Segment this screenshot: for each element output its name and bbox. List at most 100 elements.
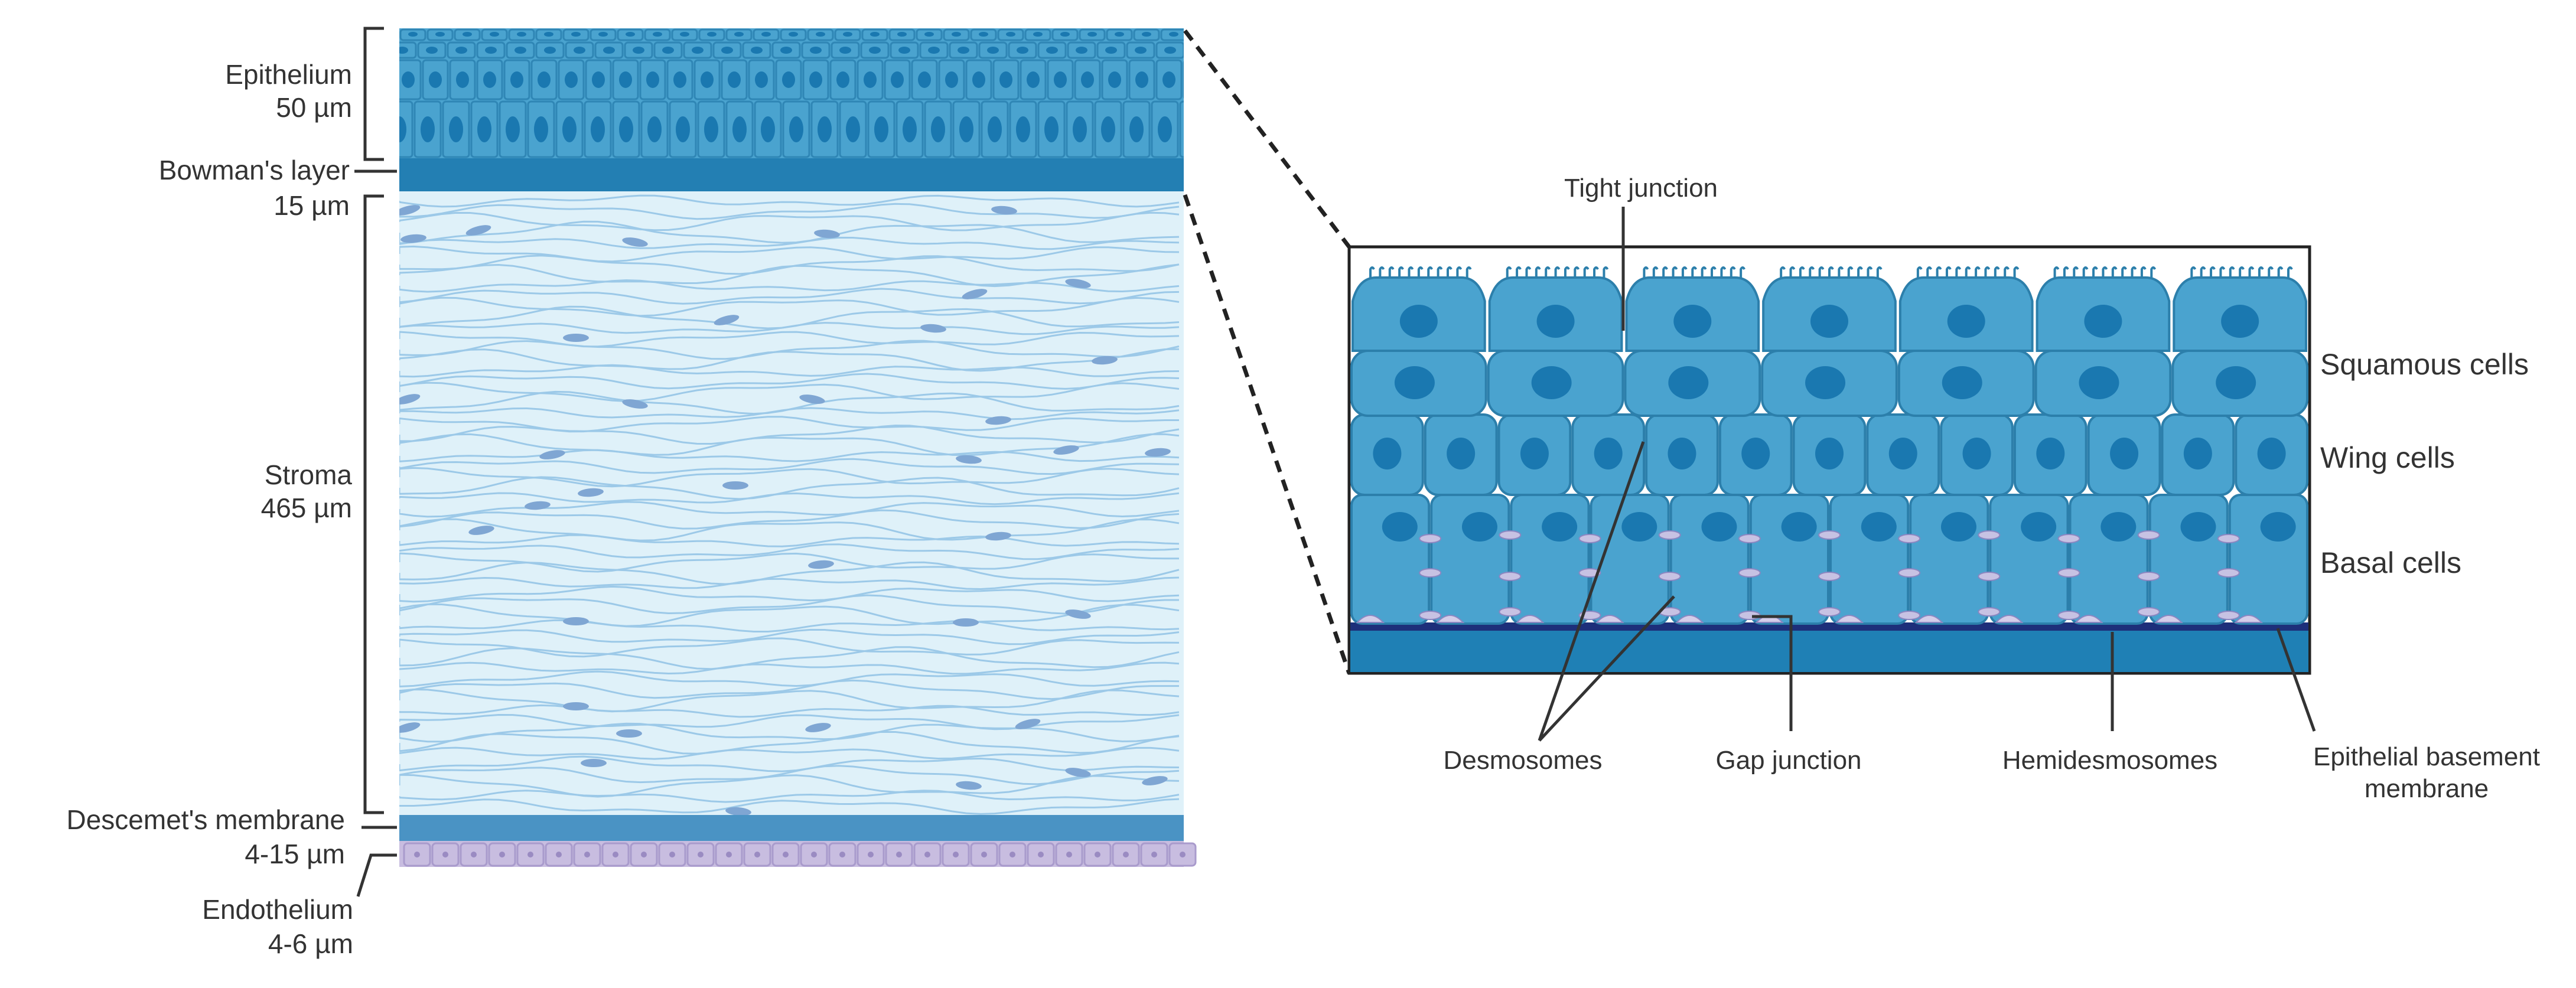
microvillus bbox=[1945, 266, 1952, 279]
microvillus bbox=[2200, 266, 2206, 279]
microvillus bbox=[1417, 266, 1424, 279]
epithelium-nucleus bbox=[421, 116, 435, 142]
microvillus bbox=[1847, 266, 1854, 279]
collagen-fiber bbox=[399, 746, 1180, 760]
gap-junction-leader bbox=[1752, 615, 1793, 731]
basal-cell bbox=[1350, 494, 1431, 625]
collagen-fiber bbox=[399, 364, 1180, 378]
microvillus bbox=[1437, 266, 1443, 279]
bowmans-layer-thickness: 15 µm bbox=[273, 190, 350, 221]
desmosome bbox=[2137, 530, 2160, 540]
epithelium-nucleus bbox=[928, 47, 940, 54]
epithelium-nucleus bbox=[429, 71, 442, 88]
epithelium-nucleus bbox=[810, 47, 822, 54]
gap-junction bbox=[2057, 568, 2080, 578]
desmosome-leader-1 bbox=[1538, 441, 1645, 741]
hemidesmosome bbox=[1914, 615, 1944, 623]
epithelium-nucleus bbox=[647, 116, 662, 142]
stroma-thickness: 465 µm bbox=[261, 493, 352, 523]
endothelium-layer bbox=[399, 841, 1197, 867]
collagen-fiber bbox=[399, 576, 1180, 591]
epithelium-nucleus bbox=[598, 32, 608, 37]
epithelium-nucleus bbox=[843, 32, 852, 37]
microvillus bbox=[2013, 266, 2020, 279]
epithelium-nucleus bbox=[1087, 32, 1097, 37]
basal-cell-nucleus bbox=[1382, 512, 1418, 542]
keratocyte bbox=[563, 702, 589, 710]
microvillus bbox=[1681, 266, 1688, 279]
basal-cell bbox=[1829, 494, 1910, 625]
microvillus bbox=[2073, 266, 2079, 279]
collagen-fiber bbox=[399, 704, 1180, 718]
collagen-fiber bbox=[399, 220, 1180, 244]
microvillus bbox=[1593, 266, 1599, 279]
collagen-fiber bbox=[399, 688, 1180, 713]
microvillus bbox=[2287, 266, 2293, 279]
epithelium-nucleus bbox=[1006, 32, 1015, 37]
microvillus bbox=[1672, 266, 1678, 279]
keratocyte bbox=[1142, 776, 1168, 785]
collagen-fiber bbox=[399, 722, 1180, 743]
tight-junction-label: Tight junction bbox=[1564, 174, 1718, 203]
keratocyte bbox=[616, 729, 642, 738]
microvillus bbox=[1994, 266, 2000, 279]
microvillus bbox=[2248, 266, 2255, 279]
microvillus bbox=[1388, 266, 1395, 279]
hemidesmosome bbox=[2154, 615, 2183, 623]
epithelium-nucleus bbox=[399, 47, 408, 54]
microvillus bbox=[1516, 266, 1522, 279]
keratocyte bbox=[1065, 609, 1091, 619]
collagen-fiber bbox=[399, 561, 1180, 585]
epithelium-nucleus bbox=[924, 32, 934, 37]
keratocyte bbox=[1015, 719, 1041, 729]
collagen-fiber bbox=[399, 713, 1180, 731]
microvillus bbox=[1838, 266, 1844, 279]
apical-squamous-nucleus bbox=[1536, 305, 1575, 338]
basal-cell bbox=[1749, 494, 1829, 625]
epithelium-nucleus bbox=[544, 47, 556, 54]
keratocyte bbox=[725, 807, 751, 815]
epithelium-nucleus bbox=[562, 116, 577, 142]
epithelium-nucleus bbox=[456, 71, 469, 88]
basal-cell bbox=[1909, 494, 1989, 625]
collagen-fiber bbox=[399, 518, 1180, 542]
microvillus bbox=[2190, 266, 2197, 279]
stroma-bracket bbox=[363, 194, 384, 814]
keratocyte bbox=[1145, 448, 1171, 457]
basement-membrane-zoom bbox=[1350, 622, 2308, 631]
microvillus bbox=[1554, 266, 1561, 279]
basal-cell bbox=[1989, 494, 2069, 625]
collagen-fiber bbox=[399, 203, 1180, 220]
collagen-fiber bbox=[399, 679, 1179, 700]
keratocyte bbox=[920, 324, 946, 333]
basal-cell bbox=[1510, 494, 1590, 625]
basal-cell-nucleus bbox=[1781, 512, 1817, 542]
gap-junction bbox=[1978, 572, 2001, 581]
descemets-membrane-band bbox=[399, 815, 1184, 841]
epithelium-nucleus bbox=[485, 47, 497, 54]
microvillus bbox=[1691, 266, 1698, 279]
endothelial-nucleus bbox=[924, 852, 930, 857]
endothelial-nucleus bbox=[556, 852, 562, 857]
microvillus bbox=[2258, 266, 2264, 279]
apical-squamous-nucleus bbox=[2221, 305, 2259, 338]
zoom-leader-lines bbox=[1538, 207, 2316, 742]
zoom-labels: Tight junction Squamous cells Wing cells… bbox=[1444, 174, 2540, 803]
epithelium-nucleus bbox=[506, 116, 520, 142]
microvillus bbox=[2102, 266, 2108, 279]
collagen-fiber bbox=[399, 458, 1180, 475]
keratocyte bbox=[400, 234, 426, 243]
squamous-cell-nucleus bbox=[1668, 366, 1709, 399]
gap-junction bbox=[2217, 611, 2240, 620]
layer-brackets bbox=[354, 27, 397, 897]
microvillus bbox=[1955, 266, 1962, 279]
microvillus bbox=[1965, 266, 1971, 279]
endothelial-nucleus bbox=[584, 852, 590, 857]
microvillus bbox=[2277, 266, 2284, 279]
microvillus bbox=[1574, 266, 1580, 279]
epithelium-nucleus bbox=[1060, 32, 1070, 37]
epithelium-nucleus bbox=[1115, 32, 1124, 37]
epithelium-nucleus bbox=[818, 116, 832, 142]
desmosome bbox=[1818, 530, 1841, 540]
hemidesmosomes-label: Hemidesmosomes bbox=[2002, 746, 2217, 775]
